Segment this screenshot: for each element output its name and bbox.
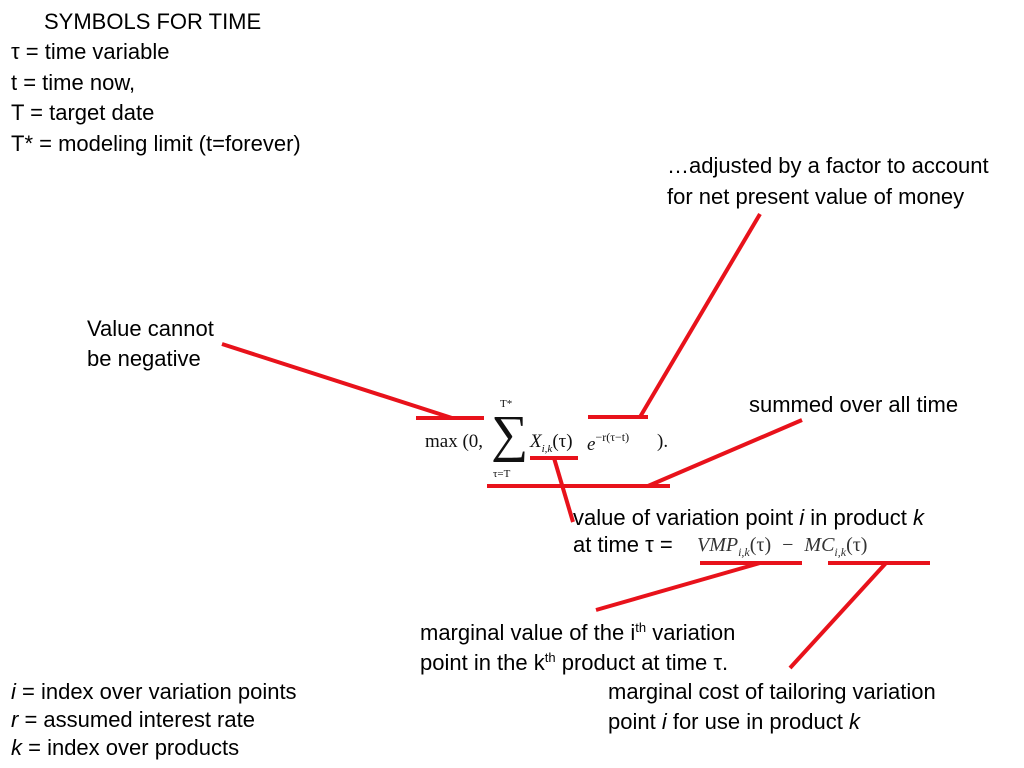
formula-mc: MC (804, 534, 835, 556)
mv-text-c: point in the k (420, 650, 545, 675)
sum-pointer (647, 418, 803, 488)
formula-mc-arg: (τ) (846, 534, 868, 556)
symbol-line-T: T = target date (11, 100, 155, 125)
nonneg-annotation-line2: be negative (87, 346, 201, 371)
mv-sup-th2: th (544, 650, 556, 665)
marginal-value-line1: marginal value of the ith variation (420, 618, 735, 648)
formula-vmp-sub: i,k (738, 545, 750, 559)
x-pointer (552, 457, 575, 523)
symbol-line-Tstar: T* = modeling limit (t=forever) (11, 131, 301, 156)
mc-var-i: i (661, 709, 667, 734)
vmp-pointer (595, 561, 761, 612)
formula-close: ). (657, 431, 669, 452)
formula-exponent: −r(τ−t) (595, 430, 630, 444)
symbols-title: SYMBOLS FOR TIME (44, 9, 262, 34)
mc-text-a: point (608, 709, 662, 734)
vmp-mc-formula: VMPi,k(τ) − MCi,k(τ) (697, 532, 867, 565)
symbol-line-t: t = time now, (11, 70, 136, 95)
legend-k-var: k (11, 735, 22, 760)
value-annotation-line1: value of variation point i in product k (573, 503, 924, 533)
legend-i-var: i (11, 679, 16, 704)
formula-max: max (0, (425, 431, 484, 452)
legend-k: k = index over products (11, 733, 239, 763)
formula-sigma: ∑ (491, 406, 529, 463)
mv-text-b: variation (646, 620, 736, 645)
legend-i-text: = index over variation points (15, 679, 297, 704)
value-annotation-line2: at time τ = (573, 532, 673, 557)
formula-lower-limit: τ=T (493, 468, 511, 480)
value-var-k: k (913, 505, 924, 530)
formula-upper-limit: T* (500, 398, 513, 410)
marginal-cost-line2: point i for use in product k (608, 707, 860, 737)
mc-pointer (788, 561, 888, 670)
nonneg-annotation-line1: Value cannot (87, 316, 214, 341)
mc-text-b: for use in product (666, 709, 849, 734)
legend-r-var: r (11, 707, 19, 732)
formula-x-sub: i,k (541, 442, 553, 455)
formula-mc-sub: i,k (834, 545, 847, 559)
legend-r-text: = assumed interest rate (18, 707, 255, 732)
mv-text-a: marginal value of the i (420, 620, 636, 645)
main-formula: max (0, T* ∑ τ=T Xi,k(τ) e−r(τ−t) ). (425, 395, 675, 487)
value-var-i: i (799, 505, 805, 530)
legend-r: r = assumed interest rate (11, 705, 255, 735)
formula-x: X (530, 431, 542, 452)
npv-annotation-line1: …adjusted by a factor to account (667, 153, 989, 178)
formula-e: e (587, 434, 596, 455)
legend-i: i = index over variation points (11, 677, 297, 707)
formula-exponential: e−r(τ−t) (587, 431, 629, 456)
formula-minus: − (782, 534, 794, 556)
legend-k-text: = index over products (22, 735, 240, 760)
value-text-b: in product (804, 505, 913, 530)
formula-x-arg: (τ) (552, 431, 573, 452)
summed-annotation: summed over all time (749, 392, 959, 417)
symbol-line-tau: τ = time variable (11, 39, 170, 64)
formula-x-term: Xi,k(τ) (530, 431, 573, 455)
nonneg-pointer (221, 342, 453, 420)
npv-pointer (638, 212, 762, 419)
mv-sup-th1: th (635, 620, 647, 635)
marginal-value-line2: point in the kth product at time τ. (420, 648, 728, 678)
mc-var-k: k (848, 709, 860, 734)
mv-text-d: product at time τ. (555, 650, 729, 675)
value-text-a: value of variation point (573, 505, 800, 530)
npv-annotation-line2: for net present value of money (667, 184, 965, 209)
formula-vmp: VMP (697, 534, 739, 556)
formula-vmp-arg: (τ) (749, 534, 772, 556)
marginal-cost-line1: marginal cost of tailoring variation (608, 679, 936, 704)
